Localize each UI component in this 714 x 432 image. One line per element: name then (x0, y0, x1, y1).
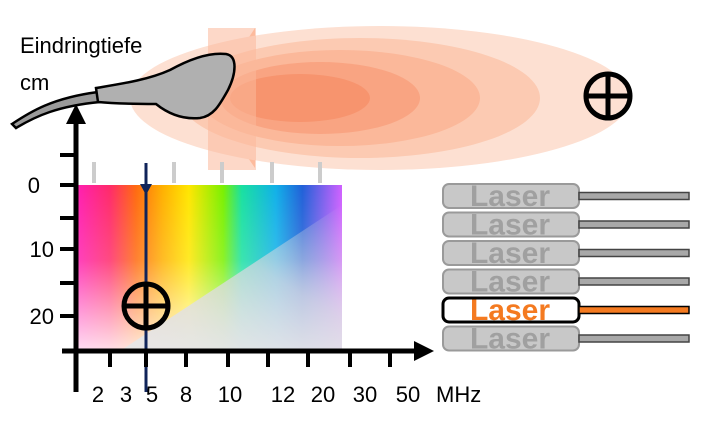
freq-tick-8: 8 (180, 382, 192, 407)
freq-tick-12: 12 (271, 382, 295, 407)
laser-unit: Laser (442, 237, 690, 270)
depth-tick-10: 10 (30, 237, 54, 262)
laser-unit: Laser (442, 180, 690, 213)
laser-label: Laser (470, 323, 550, 356)
freq-tick-5: 5 (146, 382, 158, 407)
freq-tick-10: 10 (218, 382, 242, 407)
probe-head (94, 52, 236, 120)
laser-beam (578, 191, 690, 201)
freq-axis-ticks (74, 351, 392, 367)
ultrasound-probe-icon (10, 52, 236, 130)
laser-unit: Laser (442, 323, 690, 356)
title-line-2: cm (20, 70, 49, 95)
beam-cone (130, 26, 630, 170)
depth-tick-20: 20 (30, 304, 54, 329)
laser-beam (578, 248, 690, 258)
freq-tick-2: 2 (92, 382, 104, 407)
laser-beam (578, 305, 690, 315)
crosshair-target-icon (121, 281, 171, 331)
freq-unit-label: MHz (436, 382, 481, 407)
freq-tick-3: 3 (120, 382, 132, 407)
depth-tick-0: 0 (28, 173, 40, 198)
laser-unit: Laser (442, 209, 690, 242)
laser-label: Laser (470, 294, 550, 327)
laser-label: Laser (470, 209, 550, 242)
depth-axis-arrow (66, 104, 86, 124)
freq-tick-20: 20 (311, 382, 335, 407)
laser-label: Laser (470, 237, 550, 270)
laser-unit: Laser (442, 266, 690, 299)
freq-tick-30: 30 (353, 382, 377, 407)
crosshair-target-icon (583, 71, 633, 121)
axes (62, 120, 420, 392)
freq-guide-ticks (92, 162, 322, 183)
laser-beam (578, 334, 690, 343)
spectrum-map (78, 185, 342, 351)
beam-layer-5 (230, 74, 370, 122)
laser-beam (578, 220, 690, 229)
laser-label: Laser (470, 266, 550, 299)
laser-beam (578, 277, 690, 286)
probe-cable (10, 90, 102, 130)
frequency-axis-arrow (414, 341, 434, 361)
laser-active: Laser (441, 294, 690, 327)
spectrum-diagonal-fade (120, 205, 342, 351)
freq-tick-50: 50 (396, 382, 420, 407)
laser-label: Laser (470, 180, 550, 213)
title-line-1: Eindringtiefe (20, 33, 142, 58)
depth-axis-ticks (60, 153, 76, 318)
